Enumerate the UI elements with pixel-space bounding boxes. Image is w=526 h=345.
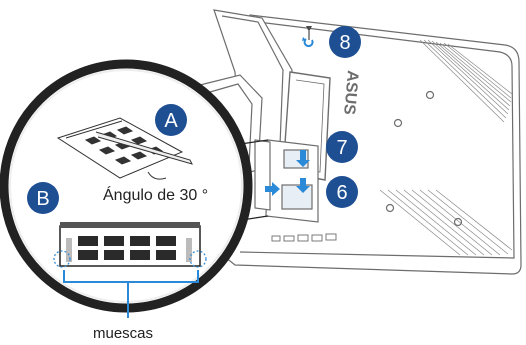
memory-module-angled [56, 117, 193, 180]
notches-bracket [63, 270, 199, 318]
angle-label: Ángulo de 30 ° [103, 185, 208, 204]
svg-text:7: 7 [336, 137, 347, 159]
step-badge-7: 7 [326, 131, 358, 163]
notches-label: muescas [93, 325, 153, 342]
step-badge-a: A [155, 104, 187, 136]
step-badge-b: B [27, 182, 59, 214]
insert-arrows [265, 150, 310, 196]
step-badge-6: 6 [326, 176, 358, 208]
svg-text:6: 6 [336, 182, 347, 204]
device-back-panel [199, 9, 522, 275]
notch-left [53, 250, 71, 268]
svg-text:B: B [36, 188, 49, 210]
step-badge-8: 8 [329, 26, 361, 58]
brand-logo: ASUS [340, 70, 361, 116]
memory-module-seated [53, 222, 207, 318]
svg-text:8: 8 [339, 32, 350, 54]
notch-right [189, 250, 207, 268]
svg-text:A: A [164, 110, 178, 132]
screw-icon [302, 26, 314, 48]
